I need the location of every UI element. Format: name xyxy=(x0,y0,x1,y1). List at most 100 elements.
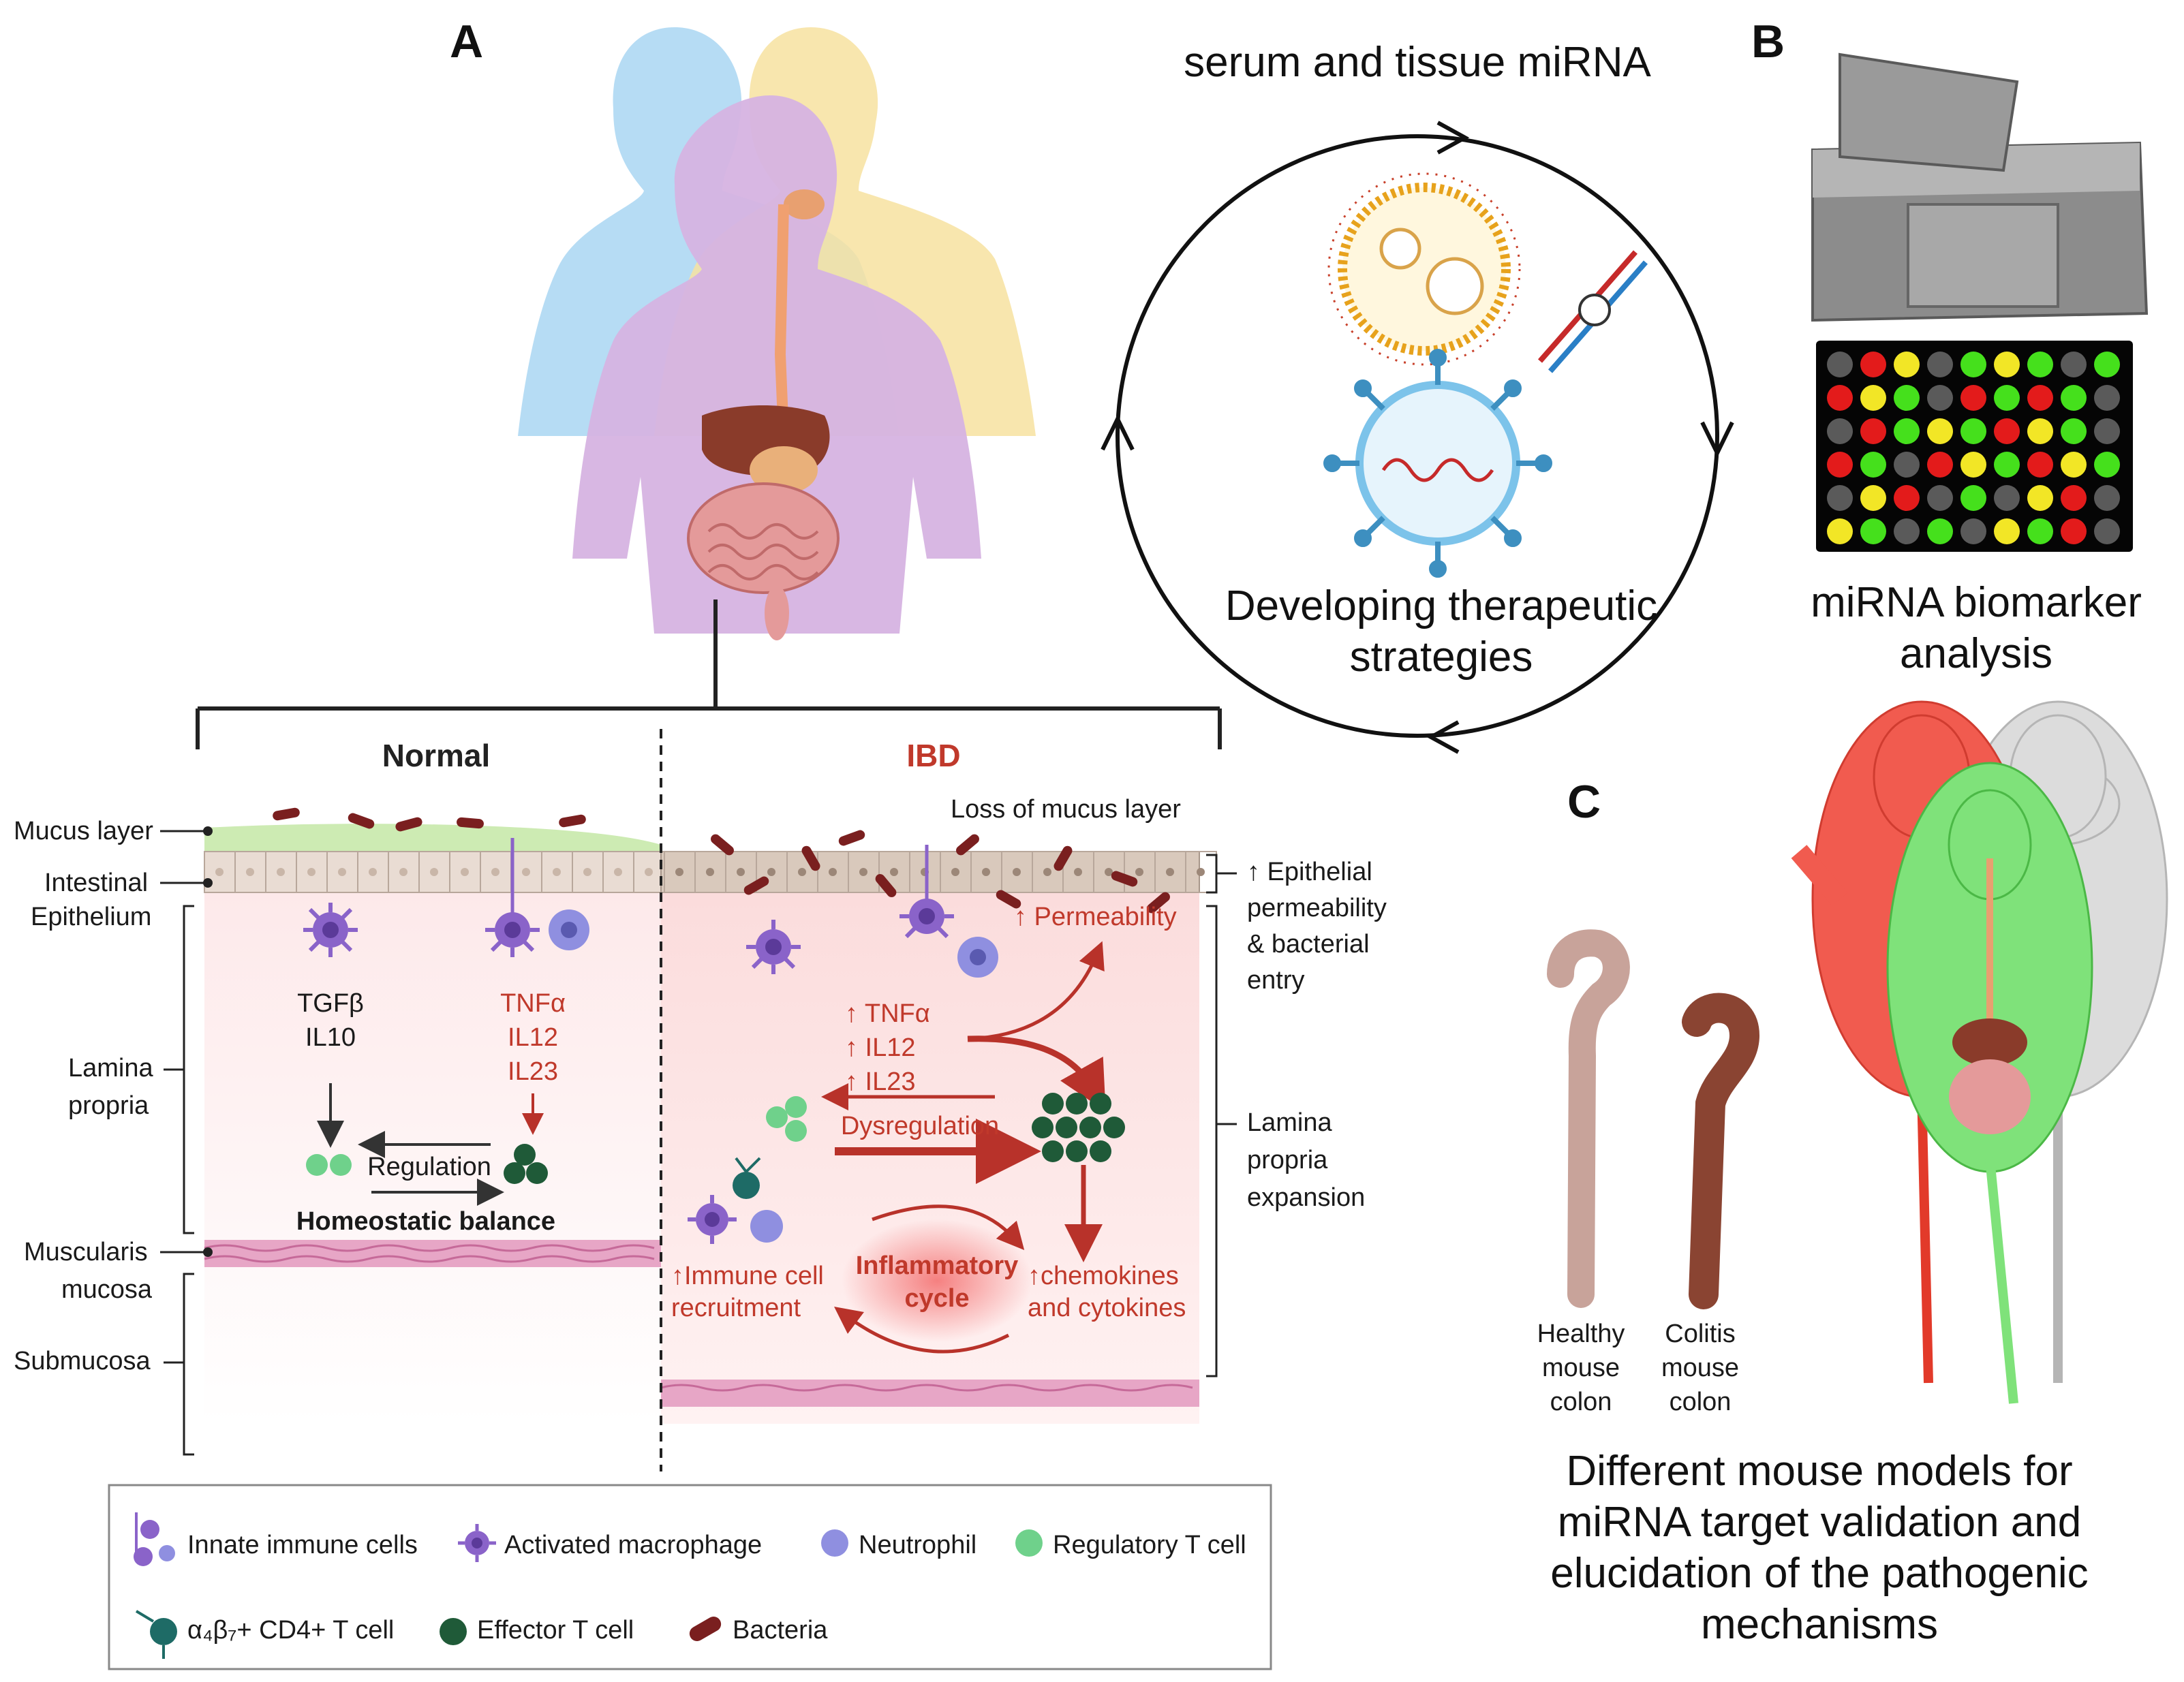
microarray-spot xyxy=(1827,385,1853,411)
human-figures-illustration xyxy=(518,27,1036,640)
healthy-colon-illustration xyxy=(1547,929,1630,1308)
bacterium xyxy=(743,876,769,895)
ibd-chemo-1: ↑chemokines xyxy=(1028,1262,1179,1290)
epithelial-nucleus xyxy=(859,868,867,876)
ibd-il12: ↑ IL12 xyxy=(845,1033,916,1062)
microarray-spot xyxy=(1927,452,1953,478)
microarray-spot xyxy=(1827,452,1853,478)
ibd-a4b7-icon xyxy=(733,1172,760,1199)
microarray-spot xyxy=(1994,518,2020,544)
microarray-spot xyxy=(2094,485,2120,511)
bacterium xyxy=(838,830,865,846)
epithelial-nucleus xyxy=(1105,868,1113,876)
legend-innate: Innate immune cells xyxy=(187,1531,418,1559)
bacterium xyxy=(273,807,300,821)
microarray-spot xyxy=(2027,518,2053,544)
healthy-label-2: mouse xyxy=(1542,1354,1620,1382)
normal-side-cells: TGFβ IL10 TNFα IL12 IL23 Regulation Home… xyxy=(296,838,589,1236)
bacterium xyxy=(996,890,1021,909)
panel-label-c: C xyxy=(1567,776,1601,828)
microarray-spot xyxy=(2027,352,2053,377)
epithelial-nucleus xyxy=(1197,868,1205,876)
microarray-spot xyxy=(2094,452,2120,478)
legend-neutrophil: Neutrophil xyxy=(859,1531,976,1559)
microarray-spot xyxy=(1894,518,1920,544)
biomarker-label-1: miRNA biomarker xyxy=(1811,579,2142,626)
normal-il10: IL10 xyxy=(305,1023,356,1052)
colitis-label-1: Colitis xyxy=(1665,1320,1735,1348)
epithelial-nucleus xyxy=(215,868,224,876)
ibd-immune-1: ↑Immune cell xyxy=(671,1262,824,1290)
layer-labels: Mucus layer Intestinal Epithelium Lamina… xyxy=(14,817,213,1456)
ibd-side-cells: Loss of mucus layer ↑ Permeability ↑ TNF… xyxy=(671,795,1186,1354)
microarray-spot xyxy=(1927,418,1953,444)
microarray-spot xyxy=(2061,485,2087,511)
microarray-spot xyxy=(1960,418,1986,444)
effector-t-cell xyxy=(1090,1140,1111,1162)
microarray-spot xyxy=(1827,485,1853,511)
effector-t-cell xyxy=(1032,1117,1053,1138)
epithelial-nucleus xyxy=(491,868,499,876)
effector-t-cell xyxy=(1079,1117,1101,1138)
microarray-spot xyxy=(1860,385,1886,411)
microarray-spot xyxy=(2027,485,2053,511)
legend-treg: Regulatory T cell xyxy=(1053,1531,1246,1559)
effector-t-cell xyxy=(1042,1140,1064,1162)
layer-epithelium-1: Intestinal xyxy=(44,869,148,897)
microarray-spot xyxy=(1860,418,1886,444)
bacterium xyxy=(348,813,375,829)
zoom-bracket xyxy=(196,599,1222,749)
epithelial-nucleus xyxy=(583,868,591,876)
models-label-4: mechanisms xyxy=(1701,1601,1938,1648)
lipid-nanoparticle-icon xyxy=(1327,172,1521,366)
colitis-colon-illustration xyxy=(1682,993,1760,1309)
bacterium xyxy=(395,817,422,832)
ibd-inflam-1: Inflammatory xyxy=(856,1251,1019,1280)
colitis-label-3: colon xyxy=(1670,1388,1732,1416)
microarray-spot xyxy=(1994,352,2020,377)
cycle-bottom-label-1: Developing therapeutic xyxy=(1225,582,1657,629)
microarray-spot xyxy=(1860,452,1886,478)
normal-tgfb: TGFβ xyxy=(297,989,364,1018)
layer-mucus: Mucus layer xyxy=(14,817,153,845)
layer-submucosa: Submucosa xyxy=(14,1347,151,1375)
effector-t-cell xyxy=(1103,1117,1125,1138)
microarray-spot xyxy=(2027,452,2053,478)
epithelial-nucleus xyxy=(369,868,377,876)
microarray-spot xyxy=(2094,352,2120,377)
layer-lamina-2: propria xyxy=(68,1091,149,1120)
panel-label-a: A xyxy=(450,16,483,67)
legend-box: Innate immune cells Activated macrophage… xyxy=(108,1484,1272,1670)
microarray-spot xyxy=(1827,352,1853,377)
note-epi-2: permeability xyxy=(1247,894,1387,922)
ibd-recruited-neutrophil-icon xyxy=(750,1210,783,1243)
mouse-models-illustration xyxy=(1791,700,2168,1404)
legend-a4b7: α₄β₇+ CD4+ T cell xyxy=(187,1616,394,1645)
effector-t-cell xyxy=(1056,1117,1077,1138)
mirna-duplex-icon xyxy=(1537,250,1648,373)
microarray-spot xyxy=(2061,352,2087,377)
ibd-treg-icon xyxy=(766,1106,788,1128)
healthy-label-3: colon xyxy=(1550,1388,1612,1416)
epithelial-nucleus xyxy=(1074,868,1082,876)
microarray-spot xyxy=(1827,418,1853,444)
bacterium xyxy=(559,814,586,828)
bacterium xyxy=(1053,845,1073,871)
microarray-spot xyxy=(1960,452,1986,478)
note-epi-1: ↑ Epithelial xyxy=(1247,858,1372,886)
ibd-immune-2: recruitment xyxy=(671,1294,801,1322)
effector-cluster-icon xyxy=(514,1144,536,1166)
biomarker-label-2: analysis xyxy=(1900,630,2052,677)
normal-title: Normal xyxy=(382,738,490,773)
sequencer-instrument-icon xyxy=(1811,52,2149,322)
bacterium xyxy=(1147,892,1170,914)
epithelial-nucleus xyxy=(951,868,959,876)
normal-il23: IL23 xyxy=(508,1057,558,1086)
epithelial-nucleus xyxy=(277,868,285,876)
microarray-spot xyxy=(1860,485,1886,511)
legend-macrophage: Activated macrophage xyxy=(504,1531,762,1559)
cycle-top-label: serum and tissue miRNA xyxy=(1184,39,1651,86)
legend-bacteria: Bacteria xyxy=(733,1616,828,1645)
microarray-spot xyxy=(1894,385,1920,411)
microarray-spot xyxy=(1927,518,1953,544)
